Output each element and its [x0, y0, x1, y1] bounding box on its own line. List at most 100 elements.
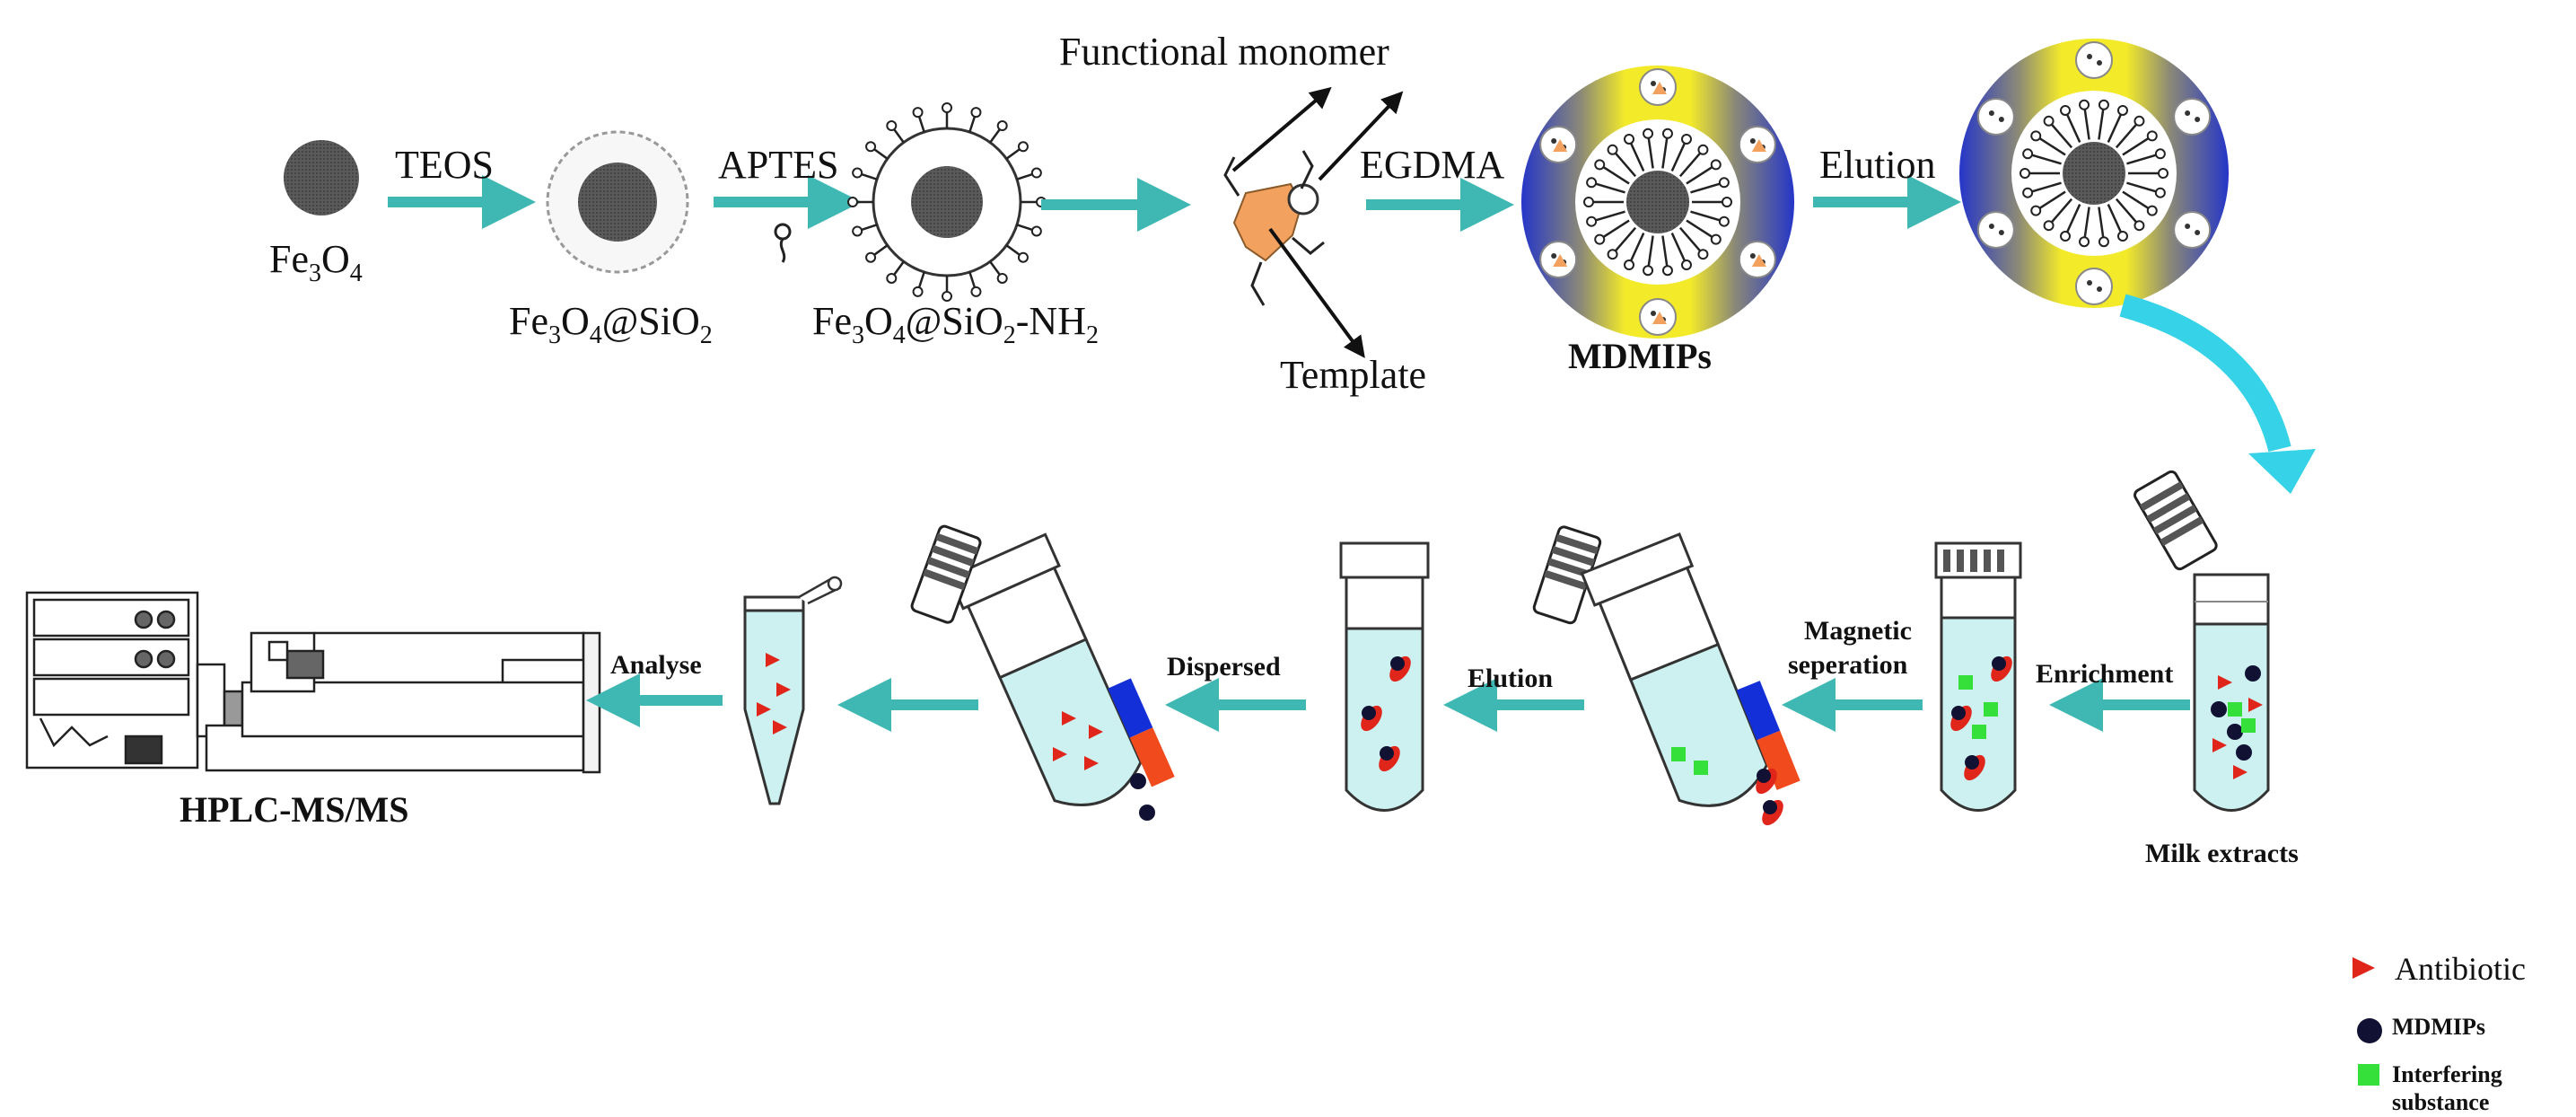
interfering-particle — [1972, 725, 1986, 739]
cavity-site — [1998, 230, 2004, 235]
ligand-head — [1030, 225, 1042, 237]
antibiotic-particle — [2233, 765, 2247, 779]
hplc-label: HPLC-MS/MS — [180, 789, 409, 830]
ligand — [861, 172, 878, 180]
ligand — [2126, 181, 2157, 193]
ligand-head — [852, 167, 863, 179]
ligand — [873, 244, 889, 256]
antibiotic-particle — [2212, 738, 2227, 752]
eluted-mdmips-particle — [1959, 39, 2229, 308]
ligand — [1595, 182, 1625, 194]
bound-mdmip — [1763, 800, 1777, 814]
cavity-site — [1749, 253, 1756, 259]
ligand — [2122, 190, 2150, 209]
magnetic-tube — [1580, 532, 1801, 807]
ligand — [989, 128, 1001, 144]
cavity-site — [2185, 224, 2191, 229]
template-complex — [1223, 86, 1404, 358]
ligand-head — [1697, 249, 1709, 260]
ligand-head — [852, 225, 863, 237]
magnetic-label-2: seperation — [1788, 650, 1908, 680]
ligand — [1602, 166, 1630, 185]
ligand-head — [1586, 177, 1598, 189]
fe3o4-sio2-nh2-particle — [847, 102, 1047, 302]
dispersed-label: Dispersed — [1167, 652, 1281, 682]
ligand — [893, 128, 905, 144]
ligand-head — [1718, 215, 1730, 227]
ligand-head — [1680, 259, 1692, 271]
ligand-head — [1718, 177, 1730, 189]
ligand — [2031, 154, 2062, 165]
antibiotic-particle — [766, 653, 780, 667]
legend-antibiotic-marker — [2353, 957, 2375, 979]
aptes-molecule-icon — [774, 223, 792, 263]
dispersed-cap — [910, 524, 982, 624]
ligand-head — [2020, 168, 2030, 179]
ligand-head — [2043, 115, 2055, 127]
imprint-cavity — [2173, 98, 2212, 136]
enrichment-tube — [1934, 541, 2022, 812]
ligand-head — [2116, 104, 2128, 116]
ligand — [1686, 166, 1713, 185]
ligand — [1647, 235, 1654, 267]
ligand-head — [2060, 231, 2072, 242]
template-label: Template — [1280, 353, 1426, 397]
ligand-head — [1017, 141, 1029, 153]
ligand-head — [1583, 197, 1594, 207]
ligand-head — [2158, 168, 2169, 179]
ligand-head — [1697, 144, 1709, 155]
mdmip-particle — [1130, 773, 1146, 789]
ligand — [1005, 244, 1021, 256]
ligand — [2115, 198, 2138, 224]
mdmips-particle — [1521, 66, 1794, 339]
ligand-head — [2098, 99, 2109, 110]
mdmips-label: MDMIPs — [1568, 336, 1712, 376]
elution-cap — [1532, 525, 1602, 625]
ligand-head — [996, 272, 1008, 284]
ligand-head — [886, 272, 898, 284]
ligand — [1629, 142, 1645, 172]
ligand — [2107, 113, 2123, 143]
antibiotic-particle — [1084, 756, 1099, 770]
milk-extracts-tube — [2193, 573, 2270, 812]
ligand-head — [1594, 233, 1606, 245]
ligand — [2083, 109, 2090, 140]
cavity-site — [1749, 138, 1756, 144]
fe3o4-particle — [284, 140, 359, 215]
ligand-head — [2134, 115, 2145, 127]
ligand-head — [2098, 236, 2109, 248]
ligand — [968, 271, 977, 288]
ligand — [2050, 123, 2073, 149]
ligand-head — [1624, 133, 1635, 145]
ligand-head — [942, 291, 952, 302]
ligand-head — [1680, 133, 1692, 145]
ligand-head — [2079, 236, 2090, 248]
ligand-head — [942, 102, 952, 113]
fe3o4-label: Fe3O4 — [269, 237, 363, 287]
ligand-head — [2116, 231, 2128, 242]
mdmip-particle — [2245, 665, 2261, 682]
ligand-head — [2134, 220, 2145, 232]
cavity-site — [1651, 311, 1656, 316]
ligand — [861, 224, 878, 232]
ligand — [968, 116, 977, 133]
analyse-label: Analyse — [610, 650, 702, 680]
ligand — [1686, 219, 1713, 238]
cavity-template — [1652, 82, 1667, 94]
milk-extracts-label: Milk extracts — [2145, 839, 2299, 868]
functional-monomer-label: Functional monomer — [1059, 30, 1389, 74]
magnetic-label-1: Magnetic — [1804, 616, 1912, 646]
ligand-head — [865, 141, 877, 153]
ligand — [1670, 233, 1687, 262]
elution-bottom-label: Elution — [1468, 664, 1553, 693]
cavity-template — [1751, 139, 1766, 152]
ligand — [1629, 233, 1645, 262]
ligand — [1005, 148, 1021, 160]
antibiotic-particle — [1053, 747, 1067, 761]
ligand-head — [2079, 99, 2090, 110]
mdmip-particle — [1139, 805, 1155, 821]
ligand — [1661, 137, 1669, 169]
ligand-head — [1030, 167, 1042, 179]
antibiotic-particle — [757, 702, 771, 717]
ligand — [2122, 137, 2150, 156]
